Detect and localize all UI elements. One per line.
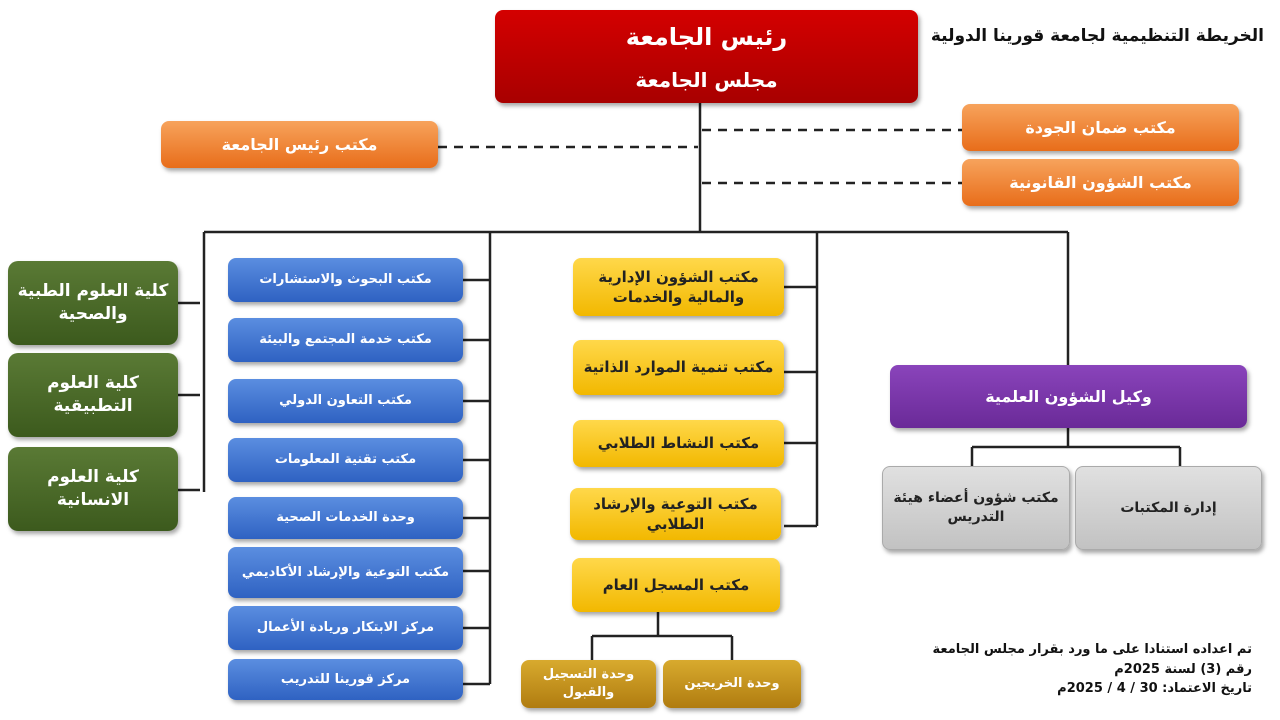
- faculty-affairs-office: مكتب شؤون أعضاء هيئة التدريس: [882, 466, 1070, 550]
- council-label: مجلس الجامعة: [635, 67, 778, 92]
- president-label: رئيس الجامعة: [625, 22, 788, 51]
- admin-finance-office: مكتب الشؤون الإدارية والمالية والخدمات: [573, 258, 784, 316]
- president-office: مكتب رئيس الجامعة: [161, 121, 438, 168]
- innovation-center: مركز الابتكار وريادة الأعمال: [228, 606, 463, 650]
- training-center: مركز قورينا للتدريب: [228, 659, 463, 700]
- libraries-department: إدارة المكتبات: [1075, 466, 1262, 550]
- scientific-vice-box: وكيل الشؤون العلمية: [890, 365, 1247, 428]
- registrar-office: مكتب المسجل العام: [572, 558, 780, 612]
- note-line-3: تاريخ الاعتماد: 30 / 4 / 2025م: [1057, 681, 1252, 696]
- college-applied: كلية العلوم التطبيقية: [8, 353, 178, 437]
- college-medical: كلية العلوم الطبية والصحية: [8, 261, 178, 345]
- president-box: رئيس الجامعة مجلس الجامعة: [495, 10, 918, 103]
- academic-guidance-office: مكتب التوعية والإرشاد الأكاديمي: [228, 547, 463, 598]
- resources-office: مكتب تنمية الموارد الذاتية: [573, 340, 784, 395]
- approval-note: تم اعداده استنادا على ما ورد بقرار مجلس …: [912, 640, 1252, 699]
- admission-unit: وحدة التسجيل والقبول: [521, 660, 656, 708]
- note-line-2: رقم (3) لسنة 2025م: [1114, 661, 1252, 677]
- it-office: مكتب تقنية المعلومات: [228, 438, 463, 482]
- cooperation-office: مكتب التعاون الدولي: [228, 379, 463, 423]
- community-office: مكتب خدمة المجتمع والبيئة: [228, 318, 463, 362]
- graduates-unit: وحدة الخريجين: [663, 660, 801, 708]
- legal-office: مكتب الشؤون القانونية: [962, 159, 1239, 206]
- college-humanities: كلية العلوم الانسانية: [8, 447, 178, 531]
- chart-title: الخريطة التنظيمية لجامعة قورينا الدولية: [930, 26, 1264, 46]
- note-line-1: تم اعداده استنادا على ما ورد بقرار مجلس …: [932, 642, 1252, 657]
- student-activity-office: مكتب النشاط الطلابي: [573, 420, 784, 467]
- student-guidance-office: مكتب التوعية والإرشاد الطلابي: [570, 488, 781, 540]
- quality-office: مكتب ضمان الجودة: [962, 104, 1239, 151]
- research-office: مكتب البحوث والاستشارات: [228, 258, 463, 302]
- health-unit: وحدة الخدمات الصحية: [228, 497, 463, 539]
